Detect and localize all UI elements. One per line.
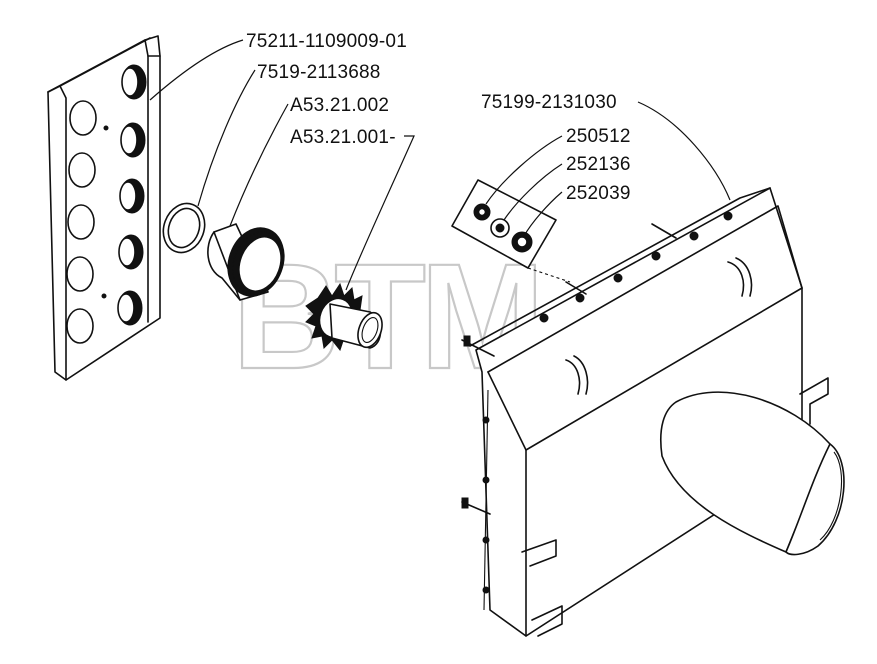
callout-sleeve: A53.21.002 [290, 95, 389, 116]
callout-ring: 7519-2113688 [257, 62, 381, 83]
callout-washer: 252039 [566, 183, 631, 204]
callout-housing: 75199-2131030 [481, 92, 617, 113]
housing-top-bolts [539, 211, 733, 323]
panel-holes-left [66, 100, 97, 344]
housing-part [461, 187, 845, 637]
o-ring-part [162, 202, 206, 254]
sleeve-part [207, 223, 285, 301]
callout-washer-spring: 252136 [566, 154, 631, 175]
callout-bolt: 250512 [566, 126, 631, 147]
clamp-part [305, 282, 383, 352]
fastener-bracket [451, 179, 571, 283]
callout-clamp: A53.21.001- [290, 127, 396, 148]
panel-holes-right [117, 64, 147, 326]
leader-lines [149, 39, 731, 291]
callout-panel: 75211-1109009-01 [246, 31, 407, 52]
callout-labels: 75211-1109009-01 7519-2113688 A53.21.002… [246, 31, 631, 204]
perforated-panel-part [47, 35, 161, 381]
